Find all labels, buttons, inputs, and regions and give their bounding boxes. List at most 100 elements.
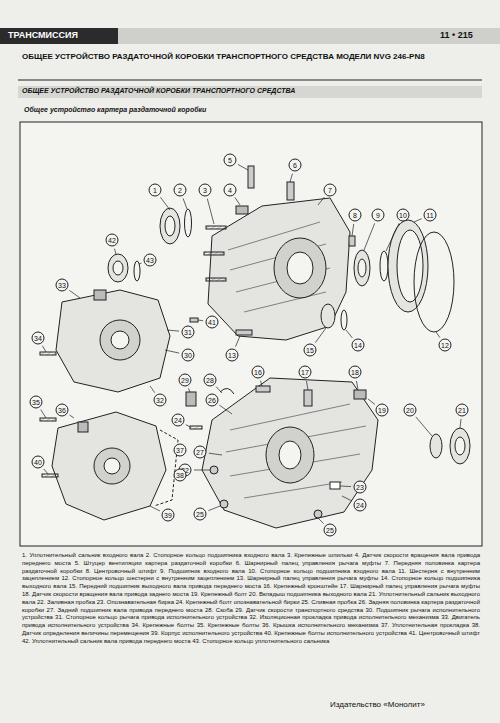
callout-number: 36: [56, 404, 69, 417]
leader-line: [318, 197, 324, 205]
leader-line: [318, 518, 324, 524]
callout-number: 18: [349, 366, 362, 379]
callout-number: 40: [32, 456, 45, 469]
callout-number: 6: [289, 159, 302, 172]
callout-number: 1: [149, 184, 162, 197]
leader-line: [114, 249, 116, 254]
callout-number: 4: [224, 184, 237, 197]
leader-line: [188, 388, 190, 392]
leader-line: [352, 224, 354, 236]
leader-line: [342, 496, 352, 501]
leader-line: [209, 453, 222, 455]
callout-number: 38: [174, 469, 187, 482]
leader-line: [260, 381, 262, 386]
leader-line: [460, 419, 461, 428]
leader-line: [165, 350, 179, 353]
parts: [40, 166, 470, 528]
header-band: [0, 28, 500, 44]
leader-line: [69, 415, 74, 418]
callout-number: 5: [224, 154, 237, 167]
callout-number: 32: [154, 394, 167, 407]
callout-number: 35: [30, 396, 43, 409]
callout-number: 37: [174, 444, 187, 457]
callout-number: 33: [56, 279, 69, 292]
callout-number: 12: [439, 339, 452, 352]
callout-number: 13: [226, 349, 239, 362]
leader-line: [219, 405, 232, 414]
callout-number: 30: [182, 349, 195, 362]
rear-case: [202, 378, 378, 528]
callout-number: 8: [349, 209, 362, 222]
leader-line: [235, 336, 240, 347]
section-tab: ТРАНСМИССИЯ: [8, 30, 78, 40]
callout-number: 24: [354, 499, 367, 512]
callout-number: 29: [179, 374, 192, 387]
leader-line: [194, 470, 210, 471]
callout-number: 31: [182, 326, 195, 339]
leader-line: [198, 320, 203, 322]
callout-number: 2: [174, 184, 187, 197]
leader-line: [238, 164, 248, 170]
section-band: [18, 86, 482, 98]
front-case: [208, 198, 350, 340]
leader-line: [340, 486, 351, 488]
callout-number: 34: [32, 332, 45, 345]
callout-number: 20: [404, 404, 417, 417]
callout-number: 15: [304, 344, 317, 357]
leader-line: [414, 219, 422, 222]
callout-number: 11: [424, 209, 437, 222]
callout-number: 23: [354, 481, 367, 494]
publisher: Издательство «Монолит»: [330, 700, 425, 709]
leader-line: [364, 223, 375, 250]
figure-caption: 1. Уплотнительный сальник входного вала …: [22, 552, 480, 646]
actuator-motor: [56, 290, 170, 392]
callout-number: 26: [206, 394, 219, 407]
leader-line: [139, 263, 142, 265]
actuator-body: [52, 412, 166, 520]
leader-line: [216, 387, 222, 393]
callout-number: 7: [324, 184, 337, 197]
leader-line: [416, 417, 432, 436]
leader-line: [346, 330, 352, 338]
leader-line: [208, 506, 220, 511]
callout-number: 28: [204, 374, 217, 387]
leader-line: [436, 332, 440, 338]
callout-number: 42: [106, 234, 119, 247]
callout-number: 19: [376, 404, 389, 417]
callout-number: 16: [252, 366, 265, 379]
rule: [18, 80, 482, 81]
leader-line: [356, 381, 358, 390]
callout-number: 41: [206, 316, 219, 329]
leader-line: [368, 399, 375, 404]
leader-line: [69, 290, 80, 298]
page-number: 11 • 215: [440, 30, 473, 40]
leader-line: [150, 506, 160, 511]
leader-line: [41, 410, 46, 418]
leader-line: [44, 469, 48, 474]
leader-line: [290, 174, 292, 182]
callout-number: 24: [172, 414, 185, 427]
section-heading: ОБЩЕЕ УСТРОЙСТВО РАЗДАТОЧНОЙ КОРОБКИ ТРА…: [22, 87, 295, 94]
page-title: ОБЩЕЕ УСТРОЙСТВО РАЗДАТОЧНОЙ КОРОБКИ ТРА…: [22, 52, 442, 63]
callout-number: 9: [372, 209, 385, 222]
figure-heading: Общее устройство картера раздаточной кор…: [24, 106, 206, 113]
leader-line: [315, 328, 326, 343]
callout-number: 25: [194, 508, 207, 521]
callout-number: 21: [456, 404, 469, 417]
leader-line: [186, 425, 190, 427]
leader-line: [150, 386, 155, 393]
leader-line: [386, 223, 399, 251]
callout-number: 14: [352, 339, 365, 352]
figure-frame: [20, 122, 482, 546]
callout-number: 10: [397, 209, 410, 222]
callout-number: 27: [194, 446, 207, 459]
leader-line: [207, 199, 214, 224]
leader-line: [306, 381, 308, 390]
callout-number: 39: [162, 509, 175, 522]
leader-line: [167, 330, 179, 331]
callout-number: 43: [144, 254, 157, 267]
callout-number: 3: [199, 184, 212, 197]
header-tab: [0, 28, 118, 44]
leader-line: [183, 198, 187, 209]
callout-number: 25: [324, 524, 337, 537]
